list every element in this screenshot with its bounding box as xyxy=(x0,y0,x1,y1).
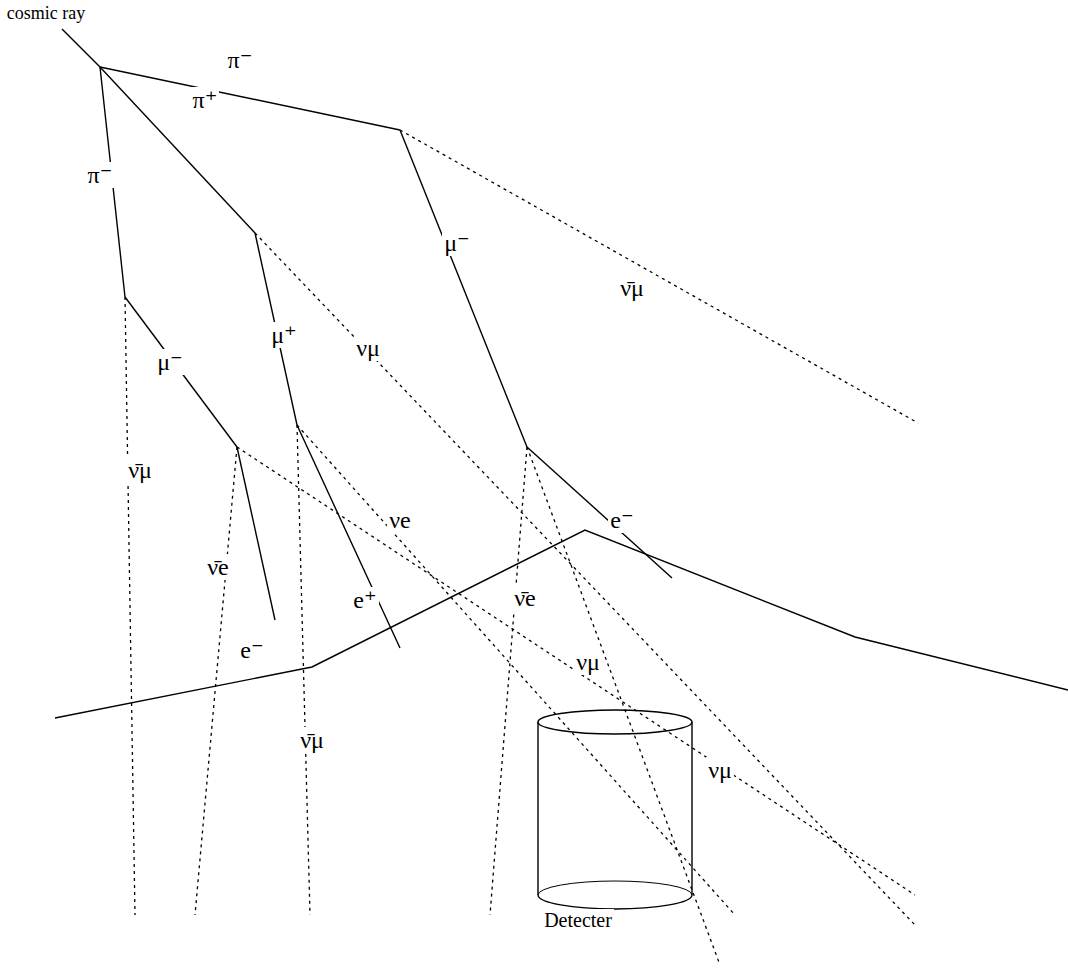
particle-label: νμ xyxy=(354,335,382,361)
particle-label: π⁻ xyxy=(86,162,115,188)
detector-top xyxy=(538,710,692,734)
neutrino-track xyxy=(297,425,735,915)
particle-label: e⁻ xyxy=(238,637,265,663)
detector-side xyxy=(537,722,538,895)
neutrino-track xyxy=(527,447,720,965)
detector-side xyxy=(691,722,692,895)
particle-label: ν̄μ xyxy=(618,275,646,301)
electron-track xyxy=(237,447,275,620)
particle-label: π⁺ xyxy=(191,87,220,113)
pion-track xyxy=(100,67,400,130)
particle-label: μ⁺ xyxy=(269,322,299,348)
particle-label: ν̄μ xyxy=(126,457,154,483)
detector-cylinder xyxy=(538,710,692,909)
particle-label: ν̄e xyxy=(205,554,231,580)
particle-label: ν̄μ xyxy=(298,727,326,753)
muon-track xyxy=(125,297,237,447)
particle-label: μ⁻ xyxy=(442,230,472,256)
particle-label: e⁺ xyxy=(351,587,378,613)
neutrino-track xyxy=(490,447,527,915)
neutrino-tracks xyxy=(125,130,918,965)
source-label: cosmic ray xyxy=(5,4,87,24)
particle-label: e⁻ xyxy=(608,507,635,533)
particle-label: ν̄e xyxy=(512,585,538,611)
detector-bottom xyxy=(538,881,692,895)
detector-label: Detecter xyxy=(542,909,614,931)
pion-track xyxy=(100,67,255,233)
detector-bottom xyxy=(538,895,692,909)
particle-label: π⁻ xyxy=(226,47,255,73)
particle-label: μ⁻ xyxy=(155,349,185,375)
neutrino-track xyxy=(125,297,135,915)
neutrino-track xyxy=(297,425,310,915)
particle-label: νe xyxy=(387,507,413,533)
particle-label: νμ xyxy=(706,757,734,783)
neutrino-track xyxy=(195,447,237,915)
positron-track xyxy=(297,425,400,648)
charged-tracks xyxy=(55,29,1068,718)
neutrino-track xyxy=(255,233,915,925)
electron-track xyxy=(527,447,672,578)
muon-track xyxy=(400,130,527,447)
particle-label: νμ xyxy=(574,649,602,675)
ground-profile xyxy=(55,530,1068,718)
neutrino-track xyxy=(400,130,918,423)
neutrino-track xyxy=(237,447,915,895)
cosmic-ray-track xyxy=(62,29,100,67)
